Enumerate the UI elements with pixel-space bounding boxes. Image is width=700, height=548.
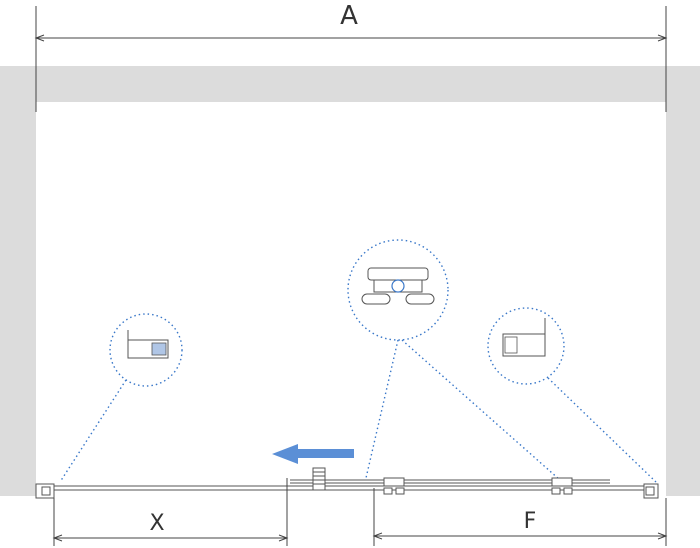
dimension-a xyxy=(34,6,668,112)
wall-profile-left-icon xyxy=(109,313,183,387)
leader-center-a xyxy=(365,339,399,479)
leader-center-b xyxy=(401,339,561,481)
dimension-f xyxy=(372,488,668,546)
roller-left xyxy=(383,477,405,495)
wall-right xyxy=(666,66,700,496)
door-handle xyxy=(312,467,326,491)
slide-direction-arrow-icon xyxy=(272,444,354,464)
dimension-a-label: A xyxy=(340,1,358,31)
wall-top xyxy=(0,66,700,102)
roller-carriage-icon xyxy=(347,239,449,341)
wall-profile-right-icon xyxy=(487,307,565,385)
dimension-x xyxy=(52,478,289,546)
roller-right xyxy=(551,477,573,495)
wall-left xyxy=(0,66,36,496)
dimension-f-label: F xyxy=(524,509,537,534)
dimension-x-label: X xyxy=(149,511,164,536)
